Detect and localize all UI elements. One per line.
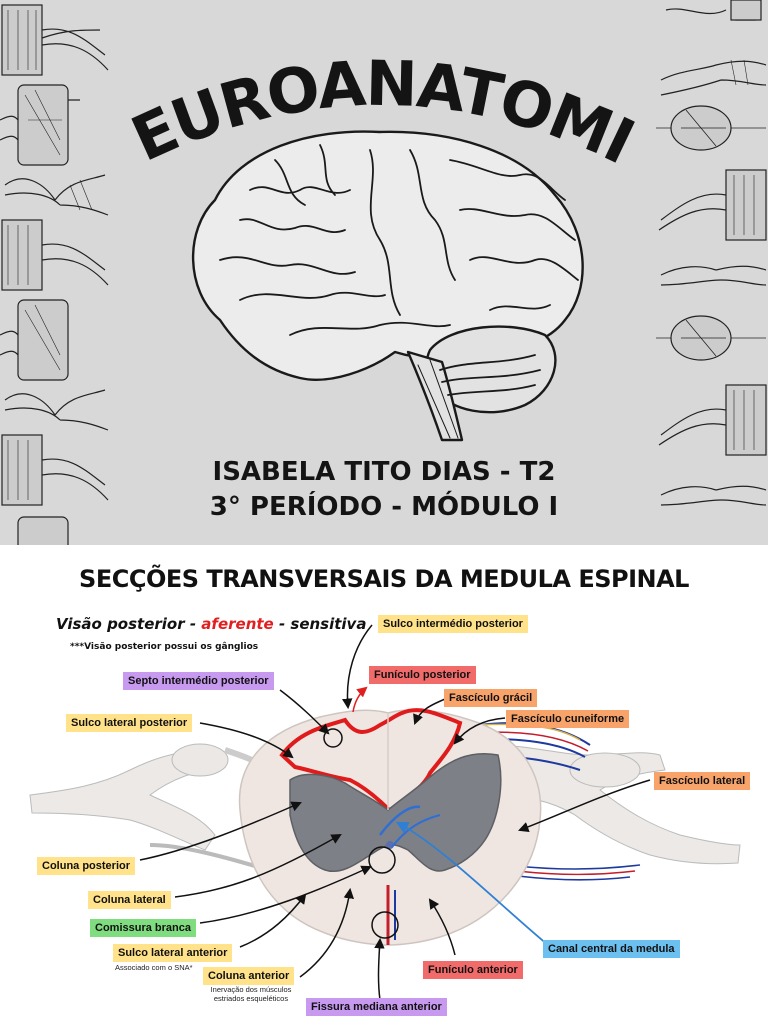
view-suffix: - sensitiva: [273, 615, 367, 633]
spinal-cord-diagram: [29, 624, 741, 1001]
note-sulco-lateral-anterior: Associado com o SNA*: [115, 963, 193, 972]
label-canal-central: Canal central da medula: [543, 940, 680, 958]
brain-illustration: [191, 130, 584, 442]
view-emphasis: aferente: [201, 615, 274, 633]
label-fasciculo-lateral: Fascículo lateral: [654, 772, 751, 790]
label-fasciculo-cuneiforme: Fascículo cuneiforme: [506, 710, 630, 728]
spinal-cord-engravings-right: [656, 0, 767, 506]
note-coluna-anterior-line2: estriados esqueléticos: [213, 994, 289, 1003]
note-coluna-anterior-line1: Inervação dos músculos: [210, 985, 292, 994]
cover-author: ISABELA TITO DIAS - T2: [212, 457, 556, 487]
section-title: SECÇÕES TRANSVERSAIS DA MEDULA ESPINAL: [79, 565, 689, 593]
cover-period: 3° PERÍODO - MÓDULO I: [209, 492, 559, 522]
view-note: ***Visão posterior possui os gânglios: [70, 642, 259, 652]
label-funiculo-anterior: Funículo anterior: [423, 961, 523, 979]
left-nerve-root: [29, 743, 286, 877]
label-coluna-lateral: Coluna lateral: [88, 891, 171, 909]
label-coluna-posterior: Coluna posterior: [37, 857, 136, 875]
label-sulco-intermedio-posterior: Sulco intermédio posterior: [378, 615, 528, 633]
cord-cross-section: [238, 708, 542, 946]
label-sulco-lateral-posterior: Sulco lateral posterior: [66, 714, 193, 732]
label-funiculo-posterior: Funículo posterior: [369, 666, 476, 684]
label-coluna-anterior: Coluna anterior: [203, 967, 295, 985]
spinal-cord-engravings-left: [0, 4, 109, 545]
view-prefix: Visão posterior -: [56, 615, 202, 633]
label-fissura-mediana-anterior: Fissura mediana anterior: [306, 998, 447, 1016]
spinal-cord-section-panel: SECÇÕES TRANSVERSAIS DA MEDULA ESPINAL V…: [0, 545, 768, 1024]
note-coluna-anterior: Inervação dos músculos estriados esquelé…: [205, 985, 297, 1003]
cover-panel: NEUROANATOMIA: [0, 0, 768, 545]
label-sulco-lateral-anterior: Sulco lateral anterior: [113, 944, 233, 962]
view-line: Visão posterior - aferente - sensitiva: [56, 615, 366, 633]
label-comissura-branca: Comissura branca: [90, 919, 196, 937]
label-fasciculo-gracil: Fascículo grácil: [444, 689, 538, 707]
label-septo-intermedio-posterior: Septo intermédio posterior: [123, 672, 274, 690]
